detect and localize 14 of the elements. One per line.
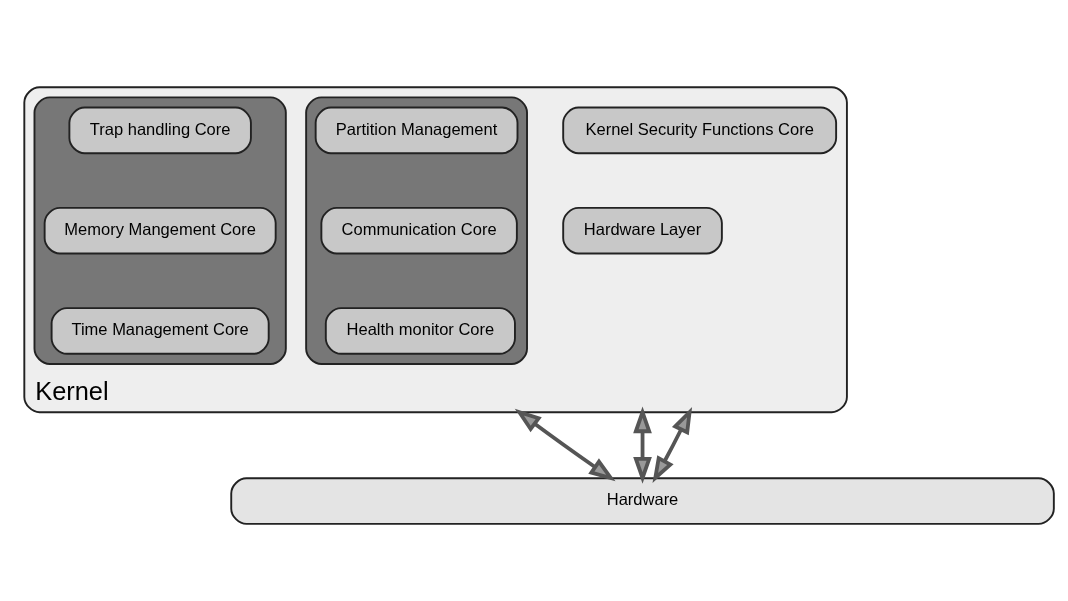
node-box: Communication Core [320,206,518,255]
node-box: Health monitor Core [324,307,516,355]
node-box: Partition Management [314,106,519,155]
node-box: Trap handling Core [68,106,252,155]
node-box: Hardware [230,477,1055,525]
node-box: Time Management Core [50,307,270,355]
node-box: Kernel Security Functions Core [562,106,838,155]
node-box: Hardware Layer [562,206,723,255]
cluster [305,96,528,365]
arrow [514,408,616,482]
arrow [652,407,693,484]
arrow [633,406,652,484]
node-box: Memory Mangement Core [43,206,277,255]
cluster [33,96,287,365]
